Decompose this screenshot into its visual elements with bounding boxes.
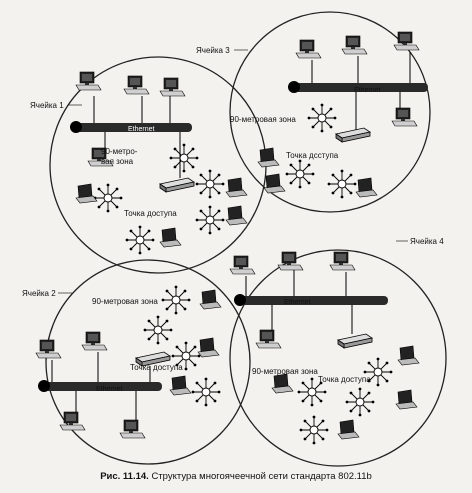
- cell4-ap-label: Точка доступа: [318, 375, 371, 384]
- laptop-icon: [159, 227, 182, 248]
- computer-icon: [277, 251, 304, 271]
- cell1-ethernet-bus: [76, 123, 192, 132]
- cell2-zone-label: 90-метровая зона: [92, 297, 158, 306]
- computer-icon: [229, 255, 256, 275]
- access-point-icon: [335, 127, 371, 143]
- laptop-icon: [263, 173, 286, 194]
- cell-circles: [45, 11, 447, 467]
- cell4-circle: [229, 249, 447, 467]
- cell3-ethernet-label: Ethernet: [354, 87, 381, 94]
- wireless-signal-icon: [327, 169, 357, 199]
- laptop-icon: [225, 205, 248, 226]
- computer-icon: [341, 35, 368, 55]
- figure-caption: Рис. 11.14. Структура многоячеечной сети…: [0, 471, 472, 482]
- cell2-ap-label: Точка доступа: [130, 363, 183, 372]
- cell4-bus-terminator: [234, 294, 246, 306]
- wireless-signal-icon: [285, 159, 315, 189]
- computer-icon: [75, 71, 102, 91]
- computer-icon: [255, 329, 282, 349]
- cell1-zone-label-line2: вая зона: [101, 157, 134, 166]
- cell3-network: Ethernet 90-метровая зона Точка дсступа: [230, 31, 428, 199]
- cell3-ethernet-bus: [294, 83, 428, 92]
- cell4-ethernet-bus: [238, 296, 388, 305]
- cell2-name-label: Ячейка 2: [22, 289, 56, 298]
- cell1-network: Ethernet 90-метро- вая зона Точка доступ…: [70, 71, 248, 255]
- wireless-signal-icon: [345, 387, 375, 417]
- laptop-icon: [397, 345, 420, 366]
- cell4-ethernet-label: Ethernet: [284, 299, 311, 306]
- wireless-signal-icon: [125, 225, 155, 255]
- wireless-signal-icon: [307, 103, 337, 133]
- figure-number: Рис. 11.14.: [100, 471, 149, 482]
- laptop-icon: [169, 375, 192, 396]
- cell2-ethernet-bus: [44, 382, 162, 391]
- cell1-zone-label-line1: 90-метро-: [101, 147, 138, 156]
- wireless-signal-icon: [161, 285, 191, 315]
- laptop-icon: [75, 183, 98, 204]
- computer-icon: [35, 339, 62, 359]
- computer-icon: [59, 411, 86, 431]
- laptop-icon: [257, 147, 280, 168]
- cell4-name-label: Ячейка 4: [410, 237, 444, 246]
- computer-icon: [123, 75, 150, 95]
- computer-icon: [81, 331, 108, 351]
- laptop-icon: [271, 373, 294, 394]
- computer-icon: [391, 107, 418, 127]
- laptop-icon: [395, 389, 418, 410]
- cell2-circle: [45, 259, 251, 465]
- cell3-bus-terminator: [288, 81, 300, 93]
- wireless-signal-icon: [191, 377, 221, 407]
- laptop-icon: [355, 177, 378, 198]
- laptop-icon: [197, 337, 220, 358]
- wireless-signal-icon: [169, 143, 199, 173]
- computer-icon: [159, 77, 186, 97]
- figure-caption-text: Структура многоячеечной сети стандарта 8…: [151, 471, 372, 482]
- wireless-signal-icon: [195, 169, 225, 199]
- cell2-bus-terminator: [38, 380, 50, 392]
- cell3-circle: [229, 11, 431, 213]
- wireless-signal-icon: [195, 205, 225, 235]
- computer-icon: [119, 419, 146, 439]
- cell4-network: Ethernet 90-метровая зона Точка доступа: [229, 251, 420, 445]
- cell1-ethernet-label: Ethernet: [128, 126, 155, 133]
- cell3-ap-label: Точка дсступа: [286, 151, 339, 160]
- laptop-icon: [199, 289, 222, 310]
- cell1-bus-terminator: [70, 121, 82, 133]
- cell3-zone-label: 90-метровая зона: [230, 115, 296, 124]
- cell1-ap-label: Точка доступа: [124, 209, 177, 218]
- cell2-ethernet-label: Ethernet: [96, 386, 123, 393]
- access-point-icon: [159, 177, 195, 193]
- computer-icon: [393, 31, 420, 51]
- wireless-signal-icon: [143, 315, 173, 345]
- access-point-icon: [337, 333, 373, 349]
- wireless-signal-icon: [299, 415, 329, 445]
- wireless-signal-icon: [93, 183, 123, 213]
- cell4-zone-label: 90-метровая зона: [252, 367, 318, 376]
- cell2-network: Ethernet 90-метровая зона Точка доступа: [35, 285, 222, 439]
- cell1-name-label: Ячейка 1: [30, 101, 64, 110]
- laptop-icon: [225, 177, 248, 198]
- cell3-name-label: Ячейка 3: [196, 46, 230, 55]
- computer-icon: [295, 39, 322, 59]
- laptop-icon: [337, 419, 360, 440]
- computer-icon: [329, 251, 356, 271]
